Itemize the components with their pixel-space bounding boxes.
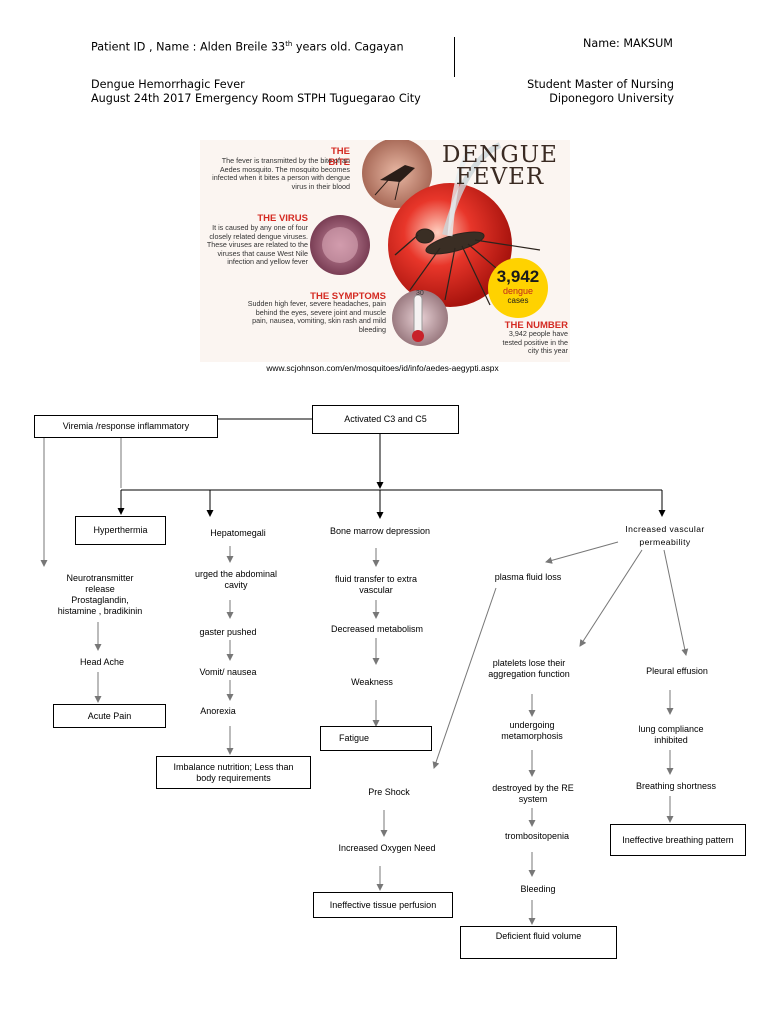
cases-circle	[488, 258, 548, 318]
date-place: August 24th 2017 Emergency Room STPH Tug…	[91, 92, 421, 105]
connector-to-pre-shock	[432, 587, 497, 769]
node-plasma-fluid-loss: plasma fluid loss	[494, 572, 562, 582]
node-hepatomegali: Hepatomegali	[210, 528, 266, 538]
node-head-ache: Head Ache	[79, 657, 125, 667]
connector-to-pleural	[663, 549, 689, 656]
bite-heading: THE BITE	[328, 146, 350, 168]
fluid-line-2: vascular	[359, 585, 393, 595]
virus-text: It is caused by any one of four closely …	[206, 223, 308, 267]
undergoing-line-1: undergoing	[509, 720, 555, 730]
node-urged-abdominal: urged the abdominal cavity	[180, 569, 292, 591]
author-name: Name: MAKSUM	[583, 37, 673, 50]
node-fluid-transfer: fluid transfer to extra vascular	[320, 574, 432, 596]
node-activated-c3-c5: Activated C3 and C5	[312, 405, 459, 434]
cases-number: 3,942	[496, 267, 540, 286]
node-imbalance-nutrition: Imbalance nutrition; Less than body requ…	[156, 756, 311, 789]
node-pleural-effusion: Pleural effusion	[646, 666, 708, 676]
bite-text: The fever is transmitted by the bite of …	[212, 156, 350, 191]
destroyed-line-2: system	[518, 794, 548, 804]
diagnosis: Dengue Hemorrhagic Fever	[91, 78, 245, 91]
patient-tail: years old. Cagayan	[292, 40, 404, 54]
imbalance-line-1: Imbalance nutrition; Less than	[173, 761, 294, 772]
node-destroyed-re: destroyed by the RE system	[478, 783, 588, 805]
node-breathing-shortness: Breathing shortness	[635, 781, 717, 791]
vascular-line-2: permeability	[639, 537, 691, 547]
urged-line-2: cavity	[224, 580, 248, 590]
symptoms-heading: THE SYMPTOMS	[310, 291, 386, 302]
node-vascular-permeability: Increased vascular permeability	[610, 523, 720, 549]
undergoing-line-2: metamorphosis	[501, 731, 563, 741]
header-divider	[454, 37, 455, 77]
infographic-art	[310, 140, 548, 346]
node-hyperthermia: Hyperthermia	[75, 516, 166, 545]
thermometer-reading: 30	[416, 290, 424, 297]
node-deficient-fluid-volume: Deficient fluid volume	[460, 926, 617, 959]
node-tissue-perfusion: Ineffective tissue perfusion	[313, 892, 453, 918]
patient-text: Patient ID , Name : Alden Breile 33	[91, 40, 286, 54]
node-viremia: Viremia /response inflammatory	[34, 415, 218, 438]
node-undergoing-metamorphosis: undergoing metamorphosis	[482, 720, 582, 742]
node-weakness: Weakness	[351, 677, 393, 687]
node-lung-compliance: lung compliance inhibited	[626, 724, 716, 746]
neuro-line-1: Neurotransmitter	[66, 573, 134, 583]
node-oxygen-need: Increased Oxygen Need	[338, 843, 436, 853]
platelets-line-2: aggregation function	[488, 669, 570, 679]
lung-line-1: lung compliance	[638, 724, 704, 734]
node-platelets: platelets lose their aggregation functio…	[472, 658, 586, 680]
node-bone-marrow: Bone marrow depression	[329, 526, 431, 536]
title-line-1: DENGUE	[442, 142, 558, 168]
dengue-infographic: DENGUE FEVER THE BITE The fever is trans…	[200, 140, 570, 362]
neuro-line-2: release	[85, 584, 115, 594]
neuro-line-3: Prostaglandin,	[71, 595, 129, 605]
fluid-line-1: fluid transfer to extra	[334, 574, 418, 584]
infographic-title: DENGUE FEVER	[430, 142, 570, 190]
cases-word-2: cases	[507, 296, 529, 305]
node-fatigue: Fatigue	[320, 726, 432, 751]
node-vomit-nausea: Vomit/ nausea	[199, 667, 257, 677]
vascular-line-1: Increased vascular	[625, 524, 705, 534]
lung-line-2: inhibited	[654, 735, 688, 745]
title-line-2: FEVER	[455, 164, 545, 190]
node-gaster-pushed: gaster pushed	[199, 627, 257, 637]
imbalance-line-2: body requirements	[196, 772, 271, 783]
node-decreased-metabolism: Decreased metabolism	[330, 624, 424, 634]
neuro-line-4: histamine , bradikinin	[57, 606, 143, 616]
virus-heading: THE VIRUS	[257, 213, 308, 224]
destroyed-line-1: destroyed by the RE	[492, 783, 574, 793]
node-pre-shock: Pre Shock	[368, 787, 410, 797]
node-bleeding: Bleeding	[520, 884, 556, 894]
author-role: Student Master of Nursing	[527, 78, 674, 91]
node-anorexia: Anorexia	[200, 706, 236, 716]
number-heading: THE NUMBER	[504, 320, 568, 331]
node-neurotransmitter: Neurotransmitter release Prostaglandin, …	[40, 573, 160, 617]
mosquito-image	[394, 142, 541, 306]
symptoms-text: Sudden high fever, severe headaches, pai…	[247, 299, 386, 334]
node-ineffective-breathing: Ineffective breathing pattern	[610, 824, 746, 856]
cases-word-1: dengue	[502, 286, 534, 296]
author-university: Diponegoro University	[549, 92, 674, 105]
node-trombositopenia: trombositopenia	[504, 831, 570, 841]
patient-superscript: th	[285, 40, 293, 48]
platelets-line-1: platelets lose their	[492, 658, 566, 668]
patient-line: Patient ID , Name : Alden Breile 33th ye…	[91, 37, 404, 55]
connector-to-platelets	[579, 549, 643, 647]
urged-line-1: urged the abdominal	[194, 569, 278, 579]
connector-to-plasma-loss	[545, 541, 619, 564]
source-url: www.scjohnson.com/en/mosquitoes/id/info/…	[266, 363, 499, 373]
number-text: 3,942 people have tested positive in the…	[502, 329, 568, 356]
node-acute-pain: Acute Pain	[53, 704, 166, 728]
